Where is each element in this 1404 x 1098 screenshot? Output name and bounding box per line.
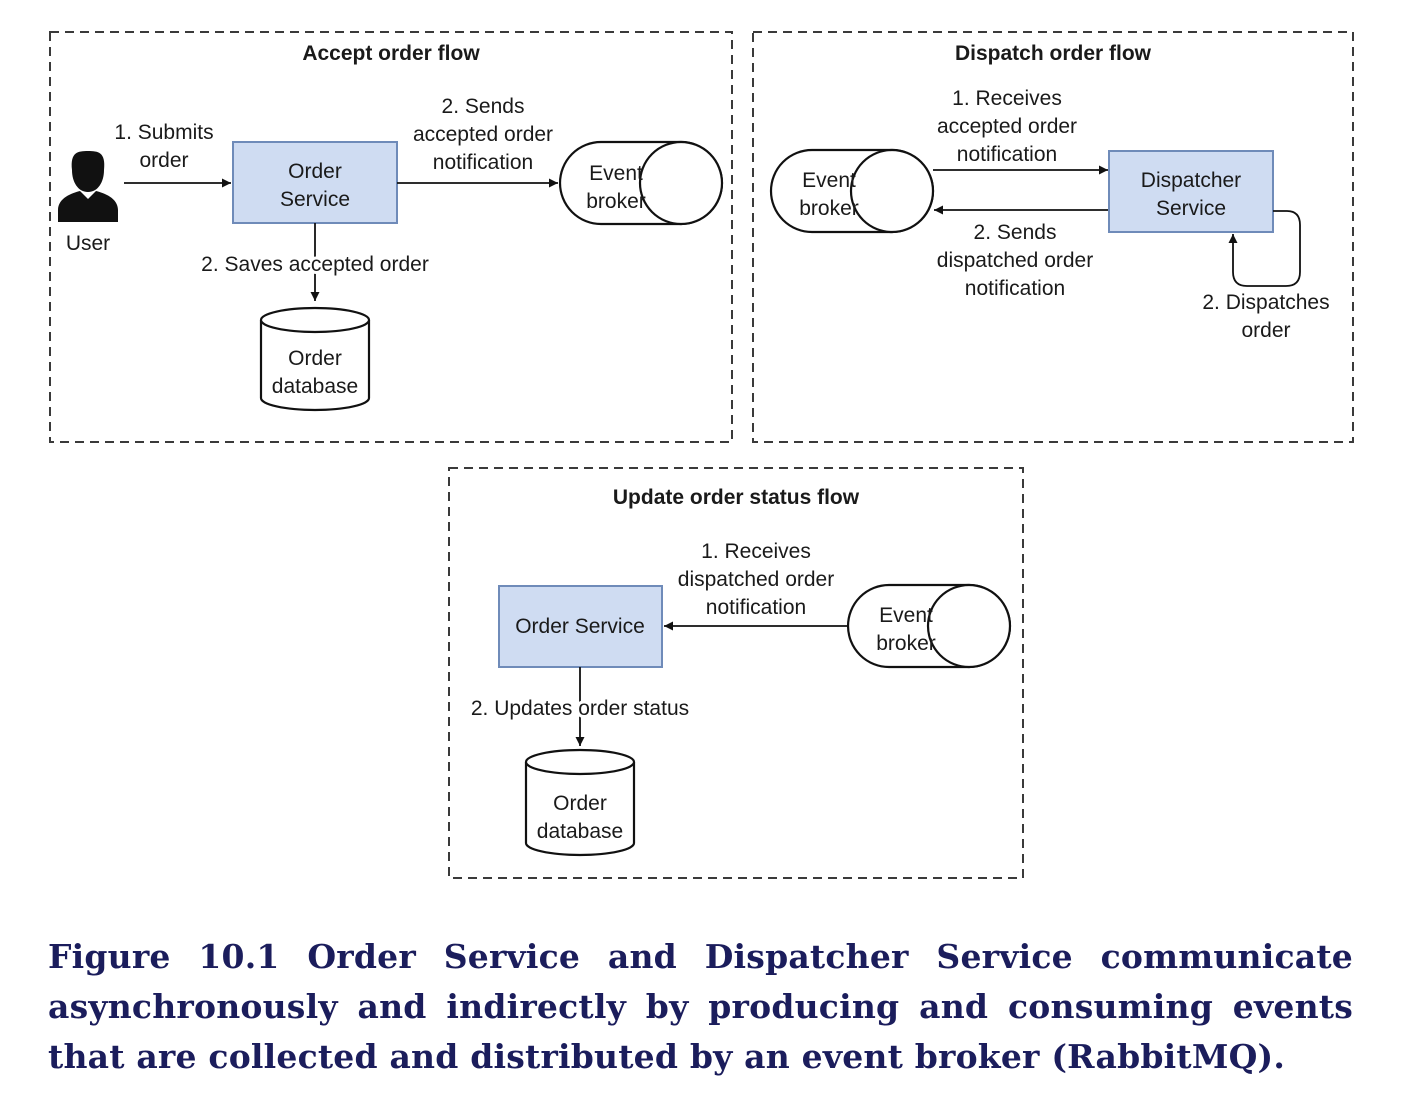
order-database xyxy=(259,306,371,412)
receives-accepted-label-line1: 1. Receives xyxy=(952,87,1062,110)
order-database-label-line1: Order xyxy=(288,347,342,370)
dispatches-order-label-line1: 2. Dispatches xyxy=(1202,291,1329,314)
saves-order-label: 2. Saves accepted order xyxy=(201,253,429,276)
order-service-label: Order Service xyxy=(515,615,645,638)
sends-dispatched-label-line1: 2. Sends xyxy=(974,221,1057,244)
accept-order-flow-panel: Accept order flow User 1. Submits order … xyxy=(49,31,733,443)
sends-dispatched-label-line2: dispatched order xyxy=(937,249,1093,272)
updates-status-label: 2. Updates order status xyxy=(471,697,689,720)
self-dispatch-loop-arrow xyxy=(1228,210,1301,287)
order-database-label-line2: database xyxy=(272,375,358,398)
update-order-status-flow-panel: Update order status flow 1. Receives dis… xyxy=(448,467,1024,879)
user-icon xyxy=(58,151,118,222)
event-broker-label-line2: broker xyxy=(799,197,859,220)
dispatcher-service-label-line2: Service xyxy=(1156,197,1226,220)
event-broker-label-line1: Event xyxy=(879,604,933,627)
update-flow-frame xyxy=(448,467,1024,879)
event-broker-label-line1: Event xyxy=(589,162,643,185)
dispatch-flow-frame xyxy=(752,31,1354,443)
event-broker-label-line2: broker xyxy=(876,632,936,655)
submits-order-label-line2: order xyxy=(139,149,188,172)
event-broker-queue xyxy=(558,140,724,226)
order-database xyxy=(524,748,636,857)
submits-order-label-line1: 1. Submits xyxy=(114,121,213,144)
event-broker-queue xyxy=(769,148,935,234)
dispatch-flow-title: Dispatch order flow xyxy=(955,42,1152,65)
update-flow-title: Update order status flow xyxy=(613,486,860,509)
event-broker-label-line1: Event xyxy=(802,169,856,192)
sends-accepted-label-line1: 2. Sends xyxy=(442,95,525,118)
user-label: User xyxy=(66,232,110,255)
sends-accepted-label-line3: notification xyxy=(433,151,533,174)
receives-dispatched-label-line1: 1. Receives xyxy=(701,540,811,563)
order-service-label-line1: Order xyxy=(288,160,342,183)
receives-dispatched-label-line3: notification xyxy=(706,596,806,619)
architecture-diagram: Accept order flow User 1. Submits order … xyxy=(49,31,1354,879)
receives-dispatched-label-line2: dispatched order xyxy=(678,568,834,591)
accept-flow-title: Accept order flow xyxy=(302,42,480,65)
dispatches-order-label-line2: order xyxy=(1241,319,1290,342)
receives-accepted-label-line3: notification xyxy=(957,143,1057,166)
event-broker-label-line2: broker xyxy=(586,190,646,213)
dispatch-order-flow-panel: Dispatch order flow Event broker 1. Rece… xyxy=(752,31,1354,443)
order-service-label-line2: Service xyxy=(280,188,350,211)
order-service-box xyxy=(498,585,663,668)
sends-dispatched-label-line3: notification xyxy=(965,277,1065,300)
event-broker-queue xyxy=(846,583,1012,669)
accept-flow-frame xyxy=(49,31,733,443)
receives-accepted-label-line2: accepted order xyxy=(937,115,1077,138)
dispatcher-service-label-line1: Dispatcher xyxy=(1141,169,1241,192)
order-database-label-line1: Order xyxy=(553,792,607,815)
dispatcher-service-box xyxy=(1108,150,1274,233)
order-database-label-line2: database xyxy=(537,820,623,843)
figure-caption: Figure 10.1 Order Service and Dispatcher… xyxy=(48,937,1353,1076)
sends-accepted-label-line2: accepted order xyxy=(413,123,553,146)
